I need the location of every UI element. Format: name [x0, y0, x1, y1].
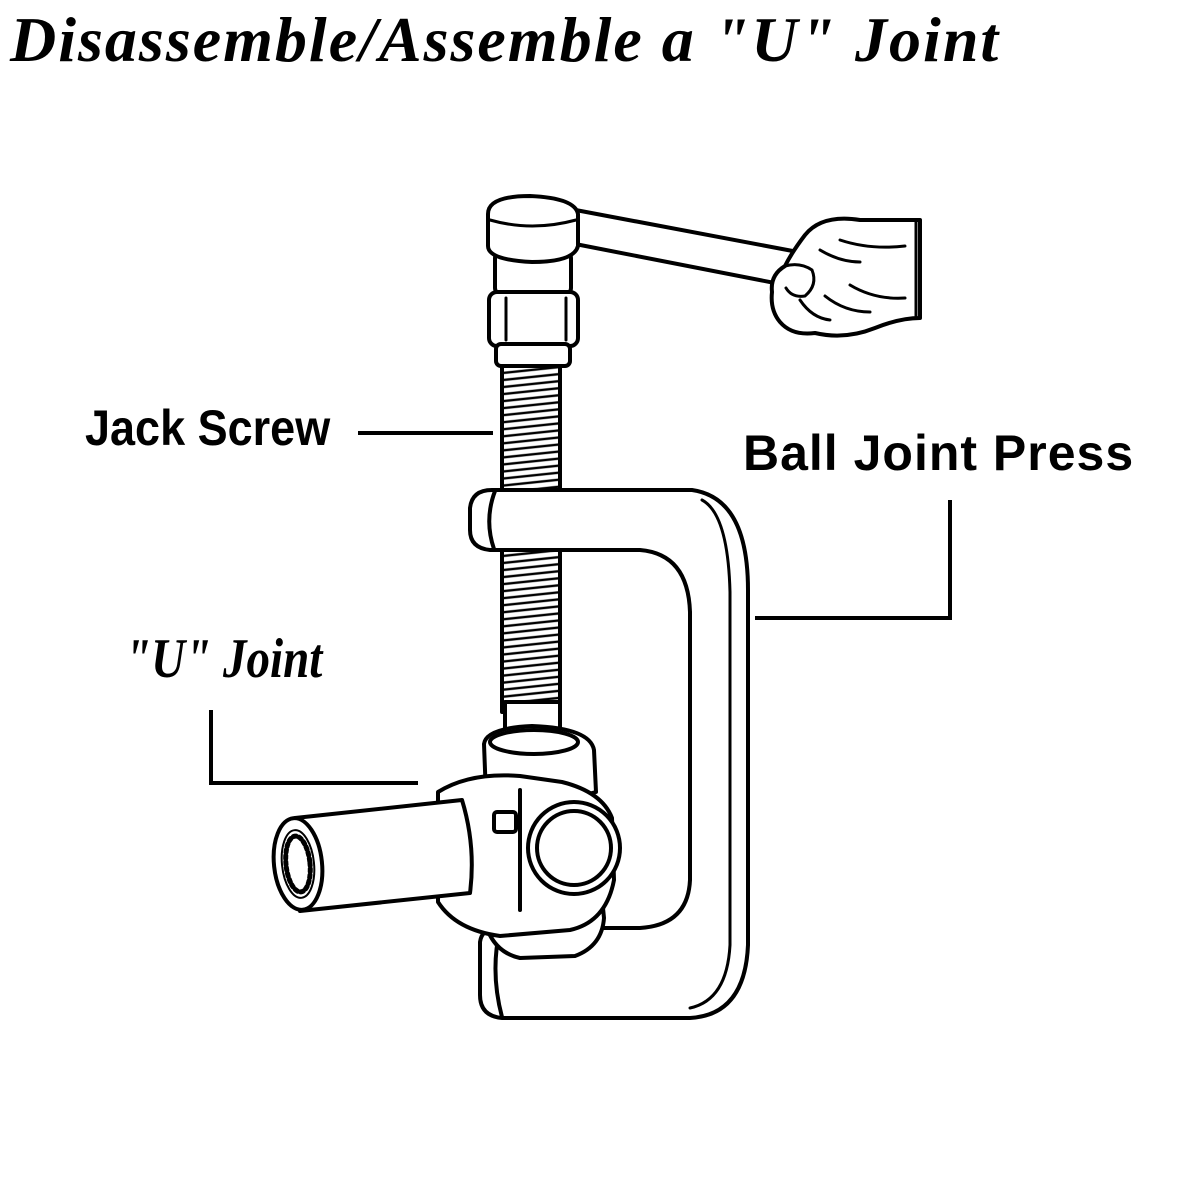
label-u-joint: "U" Joint [125, 628, 323, 690]
label-ball-joint-press: Ball Joint Press [743, 425, 1135, 481]
leader-line-u-joint [209, 710, 418, 785]
wrench-head [486, 194, 580, 264]
hand-finger-lines [798, 238, 907, 322]
hand-outline [769, 216, 922, 338]
socket-shading [504, 296, 568, 342]
hand [769, 216, 922, 338]
drive-shaft [293, 798, 474, 913]
drive-shaft-spline-outer [280, 829, 316, 899]
c-frame-top-end [487, 489, 497, 551]
ball-joint-press [468, 488, 750, 1020]
drive-shaft-spline-teeth [283, 833, 313, 895]
socket-bottom [494, 342, 572, 368]
ratchet-wrench [486, 194, 800, 368]
leader-lines [209, 431, 952, 785]
u-joint [271, 724, 622, 960]
diagram-title: Disassemble/Assemble a "U" Joint [10, 4, 1001, 75]
c-frame [468, 488, 750, 1020]
c-frame-bevel [688, 498, 732, 1010]
u-joint-bearing-cap-inner [535, 809, 613, 887]
drive-shaft-end [271, 816, 325, 912]
hand-thumb [783, 263, 816, 298]
wrench-head-face [488, 218, 578, 228]
wrench-handle [563, 206, 800, 288]
label-jack-screw: Jack Screw [85, 400, 331, 456]
u-joint-top-cap [488, 728, 580, 756]
u-joint-cross-stub [492, 810, 518, 834]
leader-line-ball-joint-press [755, 500, 952, 620]
